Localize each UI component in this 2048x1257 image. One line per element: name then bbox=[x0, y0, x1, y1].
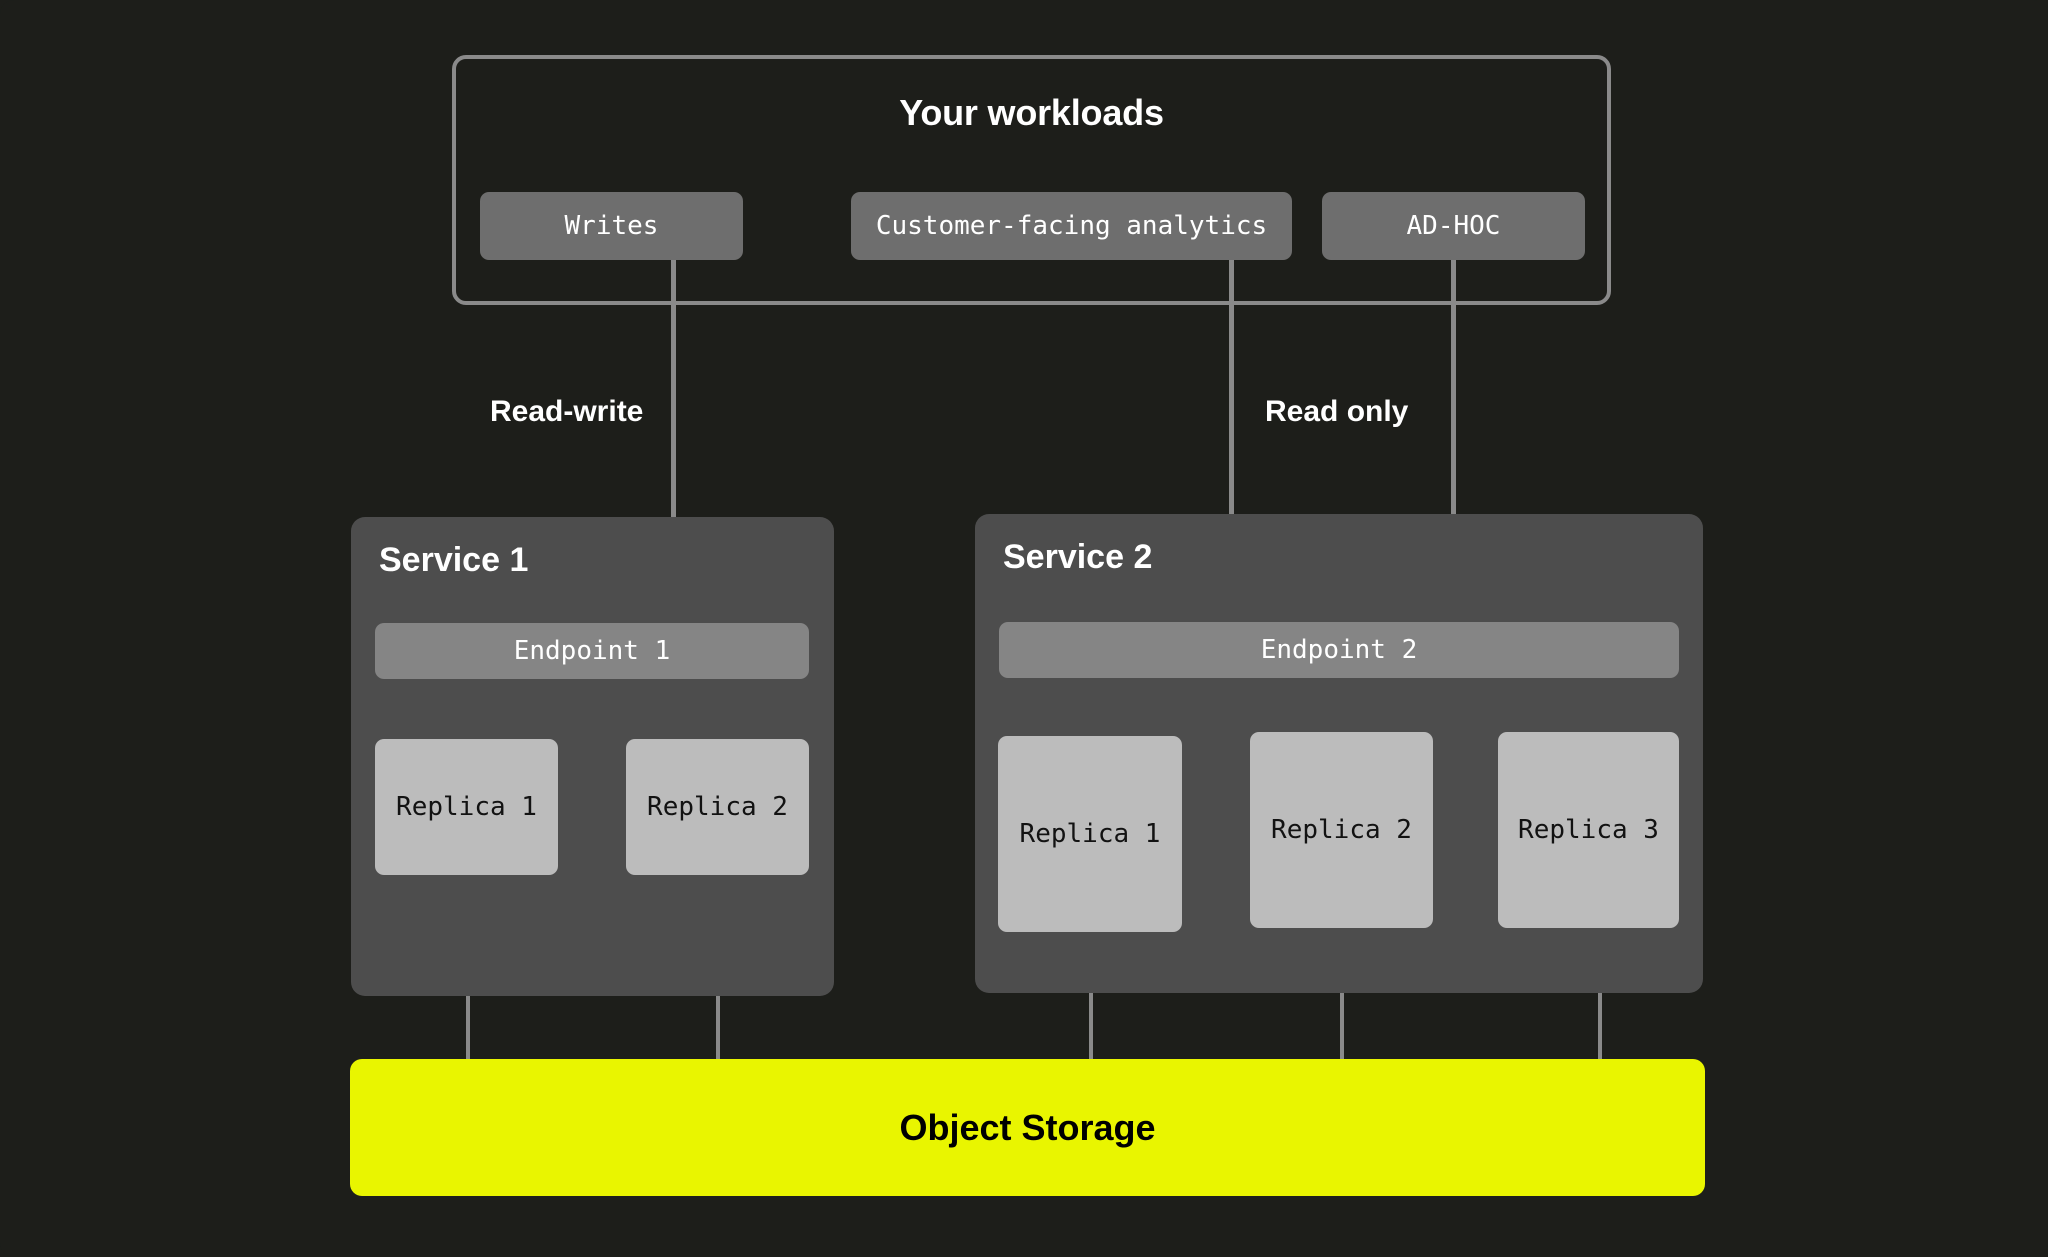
workloads-group: Your workloads bbox=[452, 55, 1611, 305]
service-2-replica-3[interactable]: Replica 3 bbox=[1498, 732, 1679, 928]
endpoint-2-box[interactable]: Endpoint 2 bbox=[999, 622, 1679, 678]
workload-chip-analytics-label: Customer-facing analytics bbox=[875, 211, 1268, 241]
service-1-replica-2-label: Replica 2 bbox=[647, 792, 788, 822]
endpoint-1-label: Endpoint 1 bbox=[513, 636, 671, 666]
workload-chip-writes[interactable]: Writes bbox=[480, 192, 743, 260]
service-1-replica-2[interactable]: Replica 2 bbox=[626, 739, 809, 875]
workload-chip-adhoc-label: AD-HOC bbox=[1406, 211, 1501, 241]
service-1-replica-1[interactable]: Replica 1 bbox=[375, 739, 558, 875]
edge-label-read-write: Read-write bbox=[490, 395, 644, 428]
object-storage-label: Object Storage bbox=[899, 1106, 1156, 1148]
service-2-replica-1[interactable]: Replica 1 bbox=[998, 736, 1182, 932]
service-2-replica-1-label: Replica 1 bbox=[1019, 819, 1161, 849]
service-2-title: Service 2 bbox=[1003, 538, 1153, 576]
connector-adhoc-to-endpoint2 bbox=[1451, 258, 1456, 600]
workload-chip-ad-hoc[interactable]: AD-HOC bbox=[1322, 192, 1585, 260]
edge-label-read-only: Read only bbox=[1265, 395, 1409, 428]
endpoint-1-box[interactable]: Endpoint 1 bbox=[375, 623, 809, 679]
service-2-replica-3-label: Replica 3 bbox=[1518, 815, 1659, 845]
service-panel-2: Service 2 Endpoint 2 Replica 1 Replica 2… bbox=[975, 514, 1703, 993]
workload-chip-customer-facing-analytics[interactable]: Customer-facing analytics bbox=[851, 192, 1292, 260]
workload-chip-writes-label: Writes bbox=[564, 211, 659, 241]
service-2-replica-2-label: Replica 2 bbox=[1271, 815, 1412, 845]
workloads-title: Your workloads bbox=[899, 92, 1164, 133]
endpoint-2-label: Endpoint 2 bbox=[1260, 635, 1418, 665]
object-storage-bar[interactable]: Object Storage bbox=[350, 1059, 1705, 1196]
service-panel-1: Service 1 Endpoint 1 Replica 1 Replica 2 bbox=[351, 517, 834, 996]
connector-writes-to-endpoint1 bbox=[671, 258, 676, 600]
connector-analytics-to-endpoint2 bbox=[1229, 258, 1234, 600]
service-2-replica-2[interactable]: Replica 2 bbox=[1250, 732, 1433, 928]
service-1-replica-1-label: Replica 1 bbox=[396, 792, 537, 822]
service-1-title: Service 1 bbox=[379, 541, 529, 579]
